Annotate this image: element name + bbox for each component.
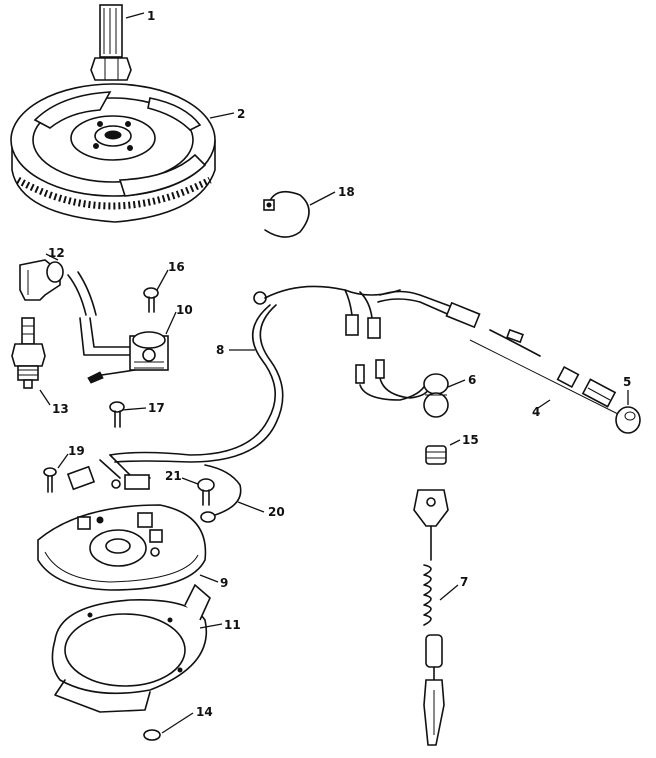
callout-14: 14 xyxy=(196,705,213,719)
part-8-harness xyxy=(66,285,481,491)
callout-11: 11 xyxy=(224,618,241,632)
part-6-switch xyxy=(355,359,449,418)
part-15-nut xyxy=(425,445,447,465)
part-12-plug-boot xyxy=(19,259,64,301)
callout-5: 5 xyxy=(623,375,631,389)
callout-12: 12 xyxy=(48,246,65,260)
part-21-screw xyxy=(197,478,215,506)
callout-4: 4 xyxy=(532,405,540,419)
part-13-spark-plug xyxy=(11,317,46,389)
callout-16: 16 xyxy=(168,260,185,274)
callout-21: 21 xyxy=(165,469,182,483)
part-10-coil xyxy=(67,271,169,384)
leader-lines xyxy=(39,12,629,734)
part-2-flywheel xyxy=(10,83,216,223)
part-19-screw xyxy=(43,467,57,493)
callout-6: 6 xyxy=(468,373,476,387)
part-4-switch-cable xyxy=(469,328,621,416)
callout-1: 1 xyxy=(147,9,155,23)
part-18-clamp xyxy=(263,190,310,238)
part-20-ground-lead xyxy=(200,464,242,523)
part-17-screw xyxy=(109,401,125,428)
callout-7: 7 xyxy=(460,575,468,589)
callout-10: 10 xyxy=(176,303,193,317)
part-16-screw xyxy=(143,287,159,313)
callout-18: 18 xyxy=(338,185,355,199)
callout-8: 8 xyxy=(216,343,224,357)
callout-2: 2 xyxy=(237,107,245,121)
part-1-flywheel-nut xyxy=(90,4,132,81)
callout-labels: 1 2 4 5 6 7 8 9 10 11 12 13 14 15 16 17 … xyxy=(48,9,631,719)
part-9-stator-plate xyxy=(37,504,207,591)
part-14-plug xyxy=(143,729,161,741)
callout-13: 13 xyxy=(52,402,69,416)
part-7-lanyard xyxy=(413,489,449,746)
part-11-retainer xyxy=(51,583,211,713)
callout-15: 15 xyxy=(462,433,479,447)
callout-19: 19 xyxy=(68,444,85,458)
part-5-knob xyxy=(615,406,641,434)
callout-9: 9 xyxy=(220,576,228,590)
callout-17: 17 xyxy=(148,401,165,415)
callout-20: 20 xyxy=(268,505,285,519)
